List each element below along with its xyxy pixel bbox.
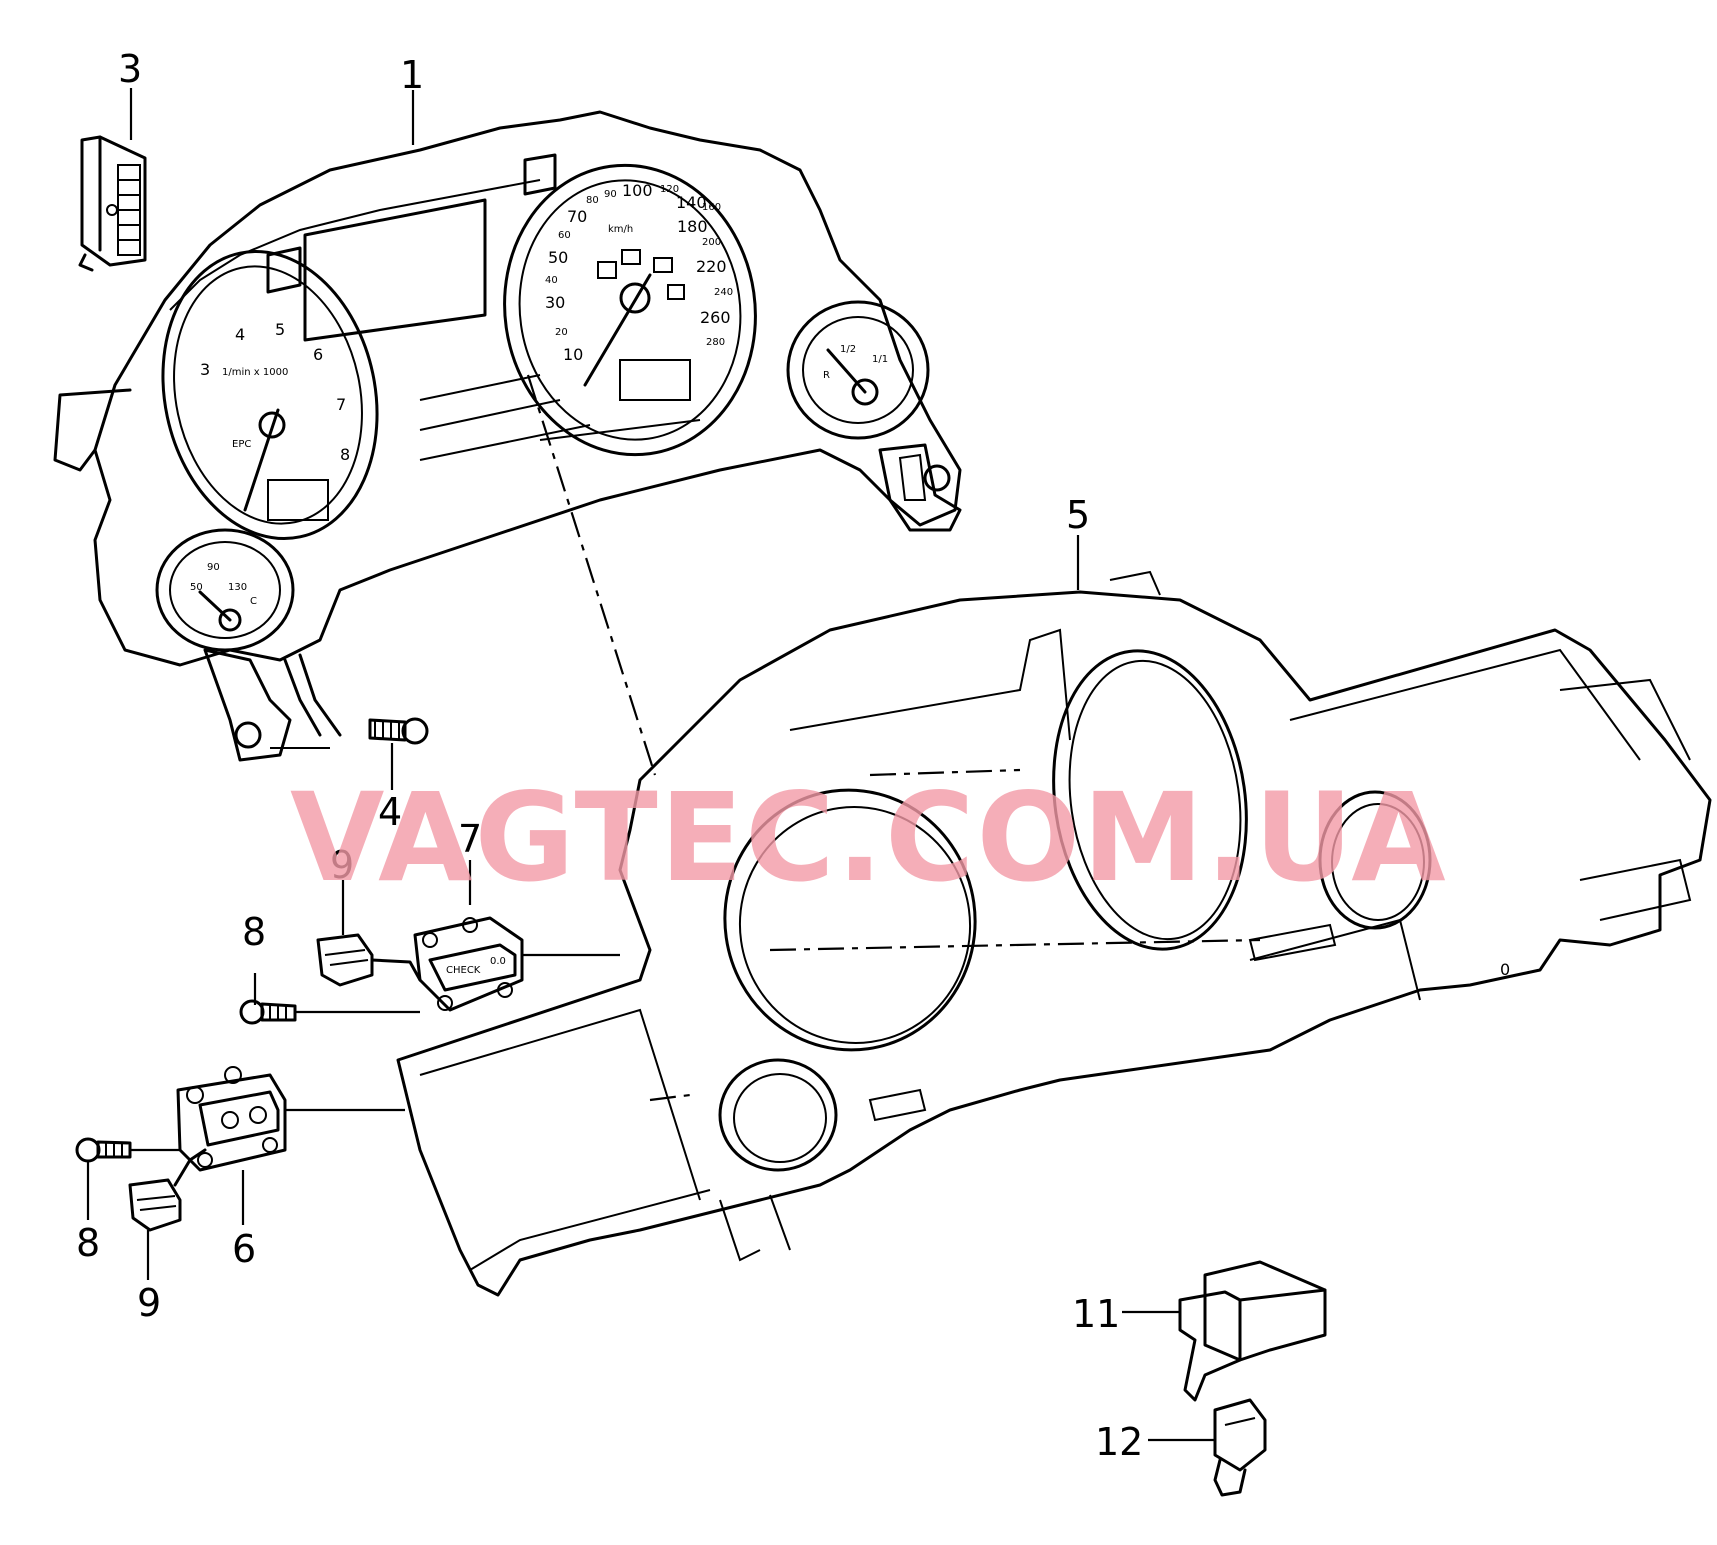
temp-tick-c: C: [250, 596, 257, 607]
fuel-tick-full: 1/1: [872, 354, 888, 365]
speed-tick-120: 120: [660, 184, 679, 195]
tach-tick-4: 4: [235, 325, 245, 344]
fuel-gauge-dial: R 1/2 1/1: [823, 344, 888, 406]
bulb-socket-icon: [1213, 1398, 1267, 1497]
speed-tick-140: 140: [676, 193, 707, 212]
fuel-tick-half: 1/2: [840, 344, 856, 355]
callout-6: 6: [232, 1227, 256, 1271]
tach-unit: 1/min x 1000: [222, 367, 288, 378]
svg-text:0: 0: [1500, 960, 1510, 979]
switch-ok-label: 0.0: [490, 956, 506, 967]
speed-tick-70: 70: [567, 207, 587, 226]
speed-tick-80: 80: [586, 195, 599, 206]
callout-9-upper: 9: [330, 843, 354, 887]
speed-tick-90: 90: [604, 189, 617, 200]
connector-icon: [78, 135, 147, 272]
callout-3: 3: [118, 47, 142, 91]
connector-icon: [1178, 1260, 1327, 1402]
speed-tick-260: 260: [700, 308, 731, 327]
callout-5: 5: [1066, 493, 1090, 537]
bulb-socket-icon: [316, 933, 422, 987]
tach-badge: EPC: [232, 439, 251, 450]
speed-tick-180: 180: [677, 217, 708, 236]
tach-tick-8: 8: [340, 445, 350, 464]
temp-gauge-dial: 50 90 130 C: [190, 562, 257, 632]
callout-9-lower: 9: [137, 1281, 161, 1325]
speed-tick-50: 50: [548, 248, 568, 267]
speed-tick-40: 40: [545, 275, 558, 286]
assembly-line: [526, 374, 657, 776]
watermark: VAGTEC.COM.UA: [290, 767, 1448, 909]
callout-8-lower: 8: [76, 1221, 100, 1265]
assembly-line: [649, 1093, 691, 1102]
tach-tick-6: 6: [313, 345, 323, 364]
temp-tick-90: 90: [207, 562, 220, 573]
speed-tick-30: 30: [545, 293, 565, 312]
bulb-socket-icon: [128, 1148, 207, 1232]
callout-11: 11: [1072, 1292, 1120, 1336]
callout-1: 1: [400, 53, 424, 97]
speed-tick-10: 10: [563, 345, 583, 364]
switch-icon: CHECK 0.0: [413, 916, 524, 1012]
bolt-icon: [75, 1137, 132, 1163]
leader-lines: [86, 88, 1215, 1442]
speed-unit: km/h: [608, 224, 633, 235]
fuel-tick-r: R: [823, 370, 830, 381]
speed-tick-60: 60: [558, 230, 571, 241]
assembly-line: [869, 768, 1021, 777]
tach-tick-7: 7: [336, 395, 346, 414]
speed-tick-240: 240: [714, 287, 733, 298]
speed-tick-220: 220: [696, 257, 727, 276]
switch-check-label: CHECK: [446, 965, 481, 976]
tach-tick-5: 5: [275, 320, 285, 339]
bolt-icon: [368, 717, 429, 745]
temp-tick-50: 50: [190, 582, 203, 593]
callout-7: 7: [458, 817, 482, 861]
callout-8-upper: 8: [242, 910, 266, 954]
speed-tick-20: 20: [555, 327, 568, 338]
tachometer-dial: 3 4 5 6 7 8 1/min x 1000 EPC: [200, 320, 350, 521]
speedometer-dial: 10 20 30 40 50 60 70 80 90 100 120 140 1…: [545, 181, 733, 401]
callout-4: 4: [378, 790, 402, 834]
instrument-cluster-icon: 3 4 5 6 7 8 1/min x 1000 EPC 10 20 30 40…: [53, 110, 962, 762]
speed-tick-280: 280: [706, 337, 725, 348]
speed-tick-160: 160: [702, 202, 721, 213]
bolt-icon: [239, 999, 297, 1025]
temp-tick-130: 130: [228, 582, 247, 593]
callout-12: 12: [1095, 1420, 1143, 1464]
trim-panel-icon: 0: [396, 570, 1712, 1297]
switch-icon: [176, 1066, 287, 1172]
tach-tick-3: 3: [200, 360, 210, 379]
speed-tick-200: 200: [702, 237, 721, 248]
speed-tick-100: 100: [622, 181, 653, 200]
assembly-line: [769, 938, 1261, 952]
